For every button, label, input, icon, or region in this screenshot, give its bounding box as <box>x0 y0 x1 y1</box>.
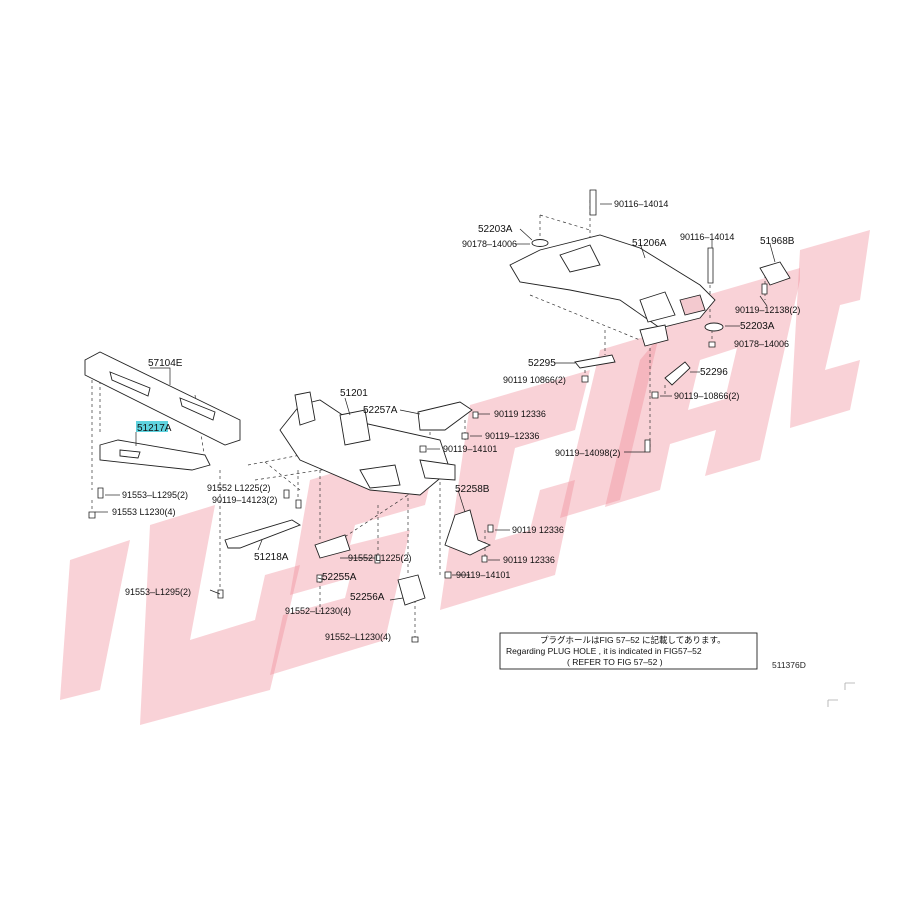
label-90119-14101-lower[interactable]: 90119–14101 <box>456 570 510 580</box>
part-52296-brace[interactable] <box>664 361 691 386</box>
label-52295[interactable]: 52295 <box>528 358 556 369</box>
label-91553-L1230[interactable]: 91553 L1230(4) <box>112 507 176 517</box>
note-line-english: Regarding PLUG HOLE , it is indicated in… <box>506 646 702 656</box>
part-52255A-bracket[interactable] <box>314 534 351 559</box>
label-51968B[interactable]: 51968B <box>760 236 795 247</box>
part-51968B-bracket[interactable] <box>759 261 791 286</box>
label-52258B[interactable]: 52258B <box>455 484 490 495</box>
part-highlight-marker <box>136 421 168 432</box>
label-90119-14123[interactable]: 90119–14123(2) <box>212 495 277 505</box>
note-line-refer[interactable]: ( REFER TO FIG 57–52 ) <box>567 657 663 667</box>
label-57104E[interactable]: 57104E <box>148 358 183 369</box>
label-90119-14101-upper[interactable]: 90119–14101 <box>443 444 497 454</box>
label-52203A-upper[interactable]: 52203A <box>478 224 513 235</box>
label-91553-L1295-front[interactable]: 91553–L1295(2) <box>122 490 188 500</box>
part-51201-crossmember[interactable] <box>279 391 456 496</box>
label-51218A[interactable]: 51218A <box>254 552 289 563</box>
label-90119-12336-upper[interactable]: 90119 12336 <box>494 409 546 419</box>
label-52255A[interactable]: 52255A <box>322 572 357 583</box>
label-91553-L1295-lower[interactable]: 91553–L1295(2) <box>125 587 191 597</box>
label-51206A[interactable]: 51206A <box>632 238 667 249</box>
label-52257A[interactable]: 52257A <box>363 405 398 416</box>
label-91552-L1230-mid[interactable]: 91552–L1230(4) <box>285 606 351 616</box>
figure-id: 511376D <box>772 660 806 670</box>
label-52296[interactable]: 52296 <box>700 367 728 378</box>
corner-marks <box>827 682 855 707</box>
part-52257A-bracket[interactable] <box>417 401 473 431</box>
note-line-japanese: プラグホールはFIG 57–52 に記載してあります。 <box>540 635 726 645</box>
label-52203A-lower[interactable]: 52203A <box>740 321 775 332</box>
part-52203A-cushion-upper[interactable] <box>531 239 549 247</box>
bolt-fasteners <box>88 189 768 643</box>
label-51201[interactable]: 51201 <box>340 388 368 399</box>
part-51218A-cover[interactable] <box>224 519 302 549</box>
part-52295-brace[interactable] <box>574 354 616 369</box>
label-90119-12336-lower[interactable]: 90119 12336 <box>503 555 555 565</box>
label-90116-14014-top[interactable]: 90116–14014 <box>614 199 668 209</box>
label-90119-12336-right[interactable]: 90119 12336 <box>512 525 564 535</box>
part-57104E-brace[interactable] <box>84 351 241 446</box>
label-91552-L1225-lower[interactable]: 91552 L1225(2) <box>348 553 412 563</box>
label-90119-14098[interactable]: 90119–14098(2) <box>555 448 620 458</box>
label-90119-12138[interactable]: 90119–12138(2) <box>735 305 800 315</box>
label-51217A[interactable]: 51217A <box>137 423 172 434</box>
label-90178-14006-lower[interactable]: 90178–14006 <box>734 339 789 349</box>
label-90178-14006-upper[interactable]: 90178–14006 <box>462 239 517 249</box>
label-90116-14014-right[interactable]: 90116–14014 <box>680 232 734 242</box>
part-51206A-rear-crossmember[interactable] <box>509 234 716 347</box>
plug-hole-note: プラグホールはFIG 57–52 に記載してあります。 Regarding PL… <box>499 632 758 670</box>
part-52203A-cushion-lower[interactable] <box>704 322 724 332</box>
part-52258B-bracket[interactable] <box>444 509 492 556</box>
part-52256A-bracket[interactable] <box>397 574 426 606</box>
label-90119-10866-left[interactable]: 90119 10866(2) <box>503 375 566 385</box>
label-90119-10866-right[interactable]: 90119–10866(2) <box>674 391 739 401</box>
label-91552-L1230-bottom[interactable]: 91552–L1230(4) <box>325 632 391 642</box>
leader-lines <box>95 203 776 601</box>
label-90119-12336-mid[interactable]: 90119–12336 <box>485 431 539 441</box>
part-labels: 57104E 51217A 91553–L1295(2) 91553 L1230… <box>112 199 800 642</box>
label-91552-L1225-upper[interactable]: 91552 L1225(2) <box>207 483 271 493</box>
label-52256A[interactable]: 52256A <box>350 592 385 603</box>
part-51217A-cover[interactable] <box>99 439 211 471</box>
